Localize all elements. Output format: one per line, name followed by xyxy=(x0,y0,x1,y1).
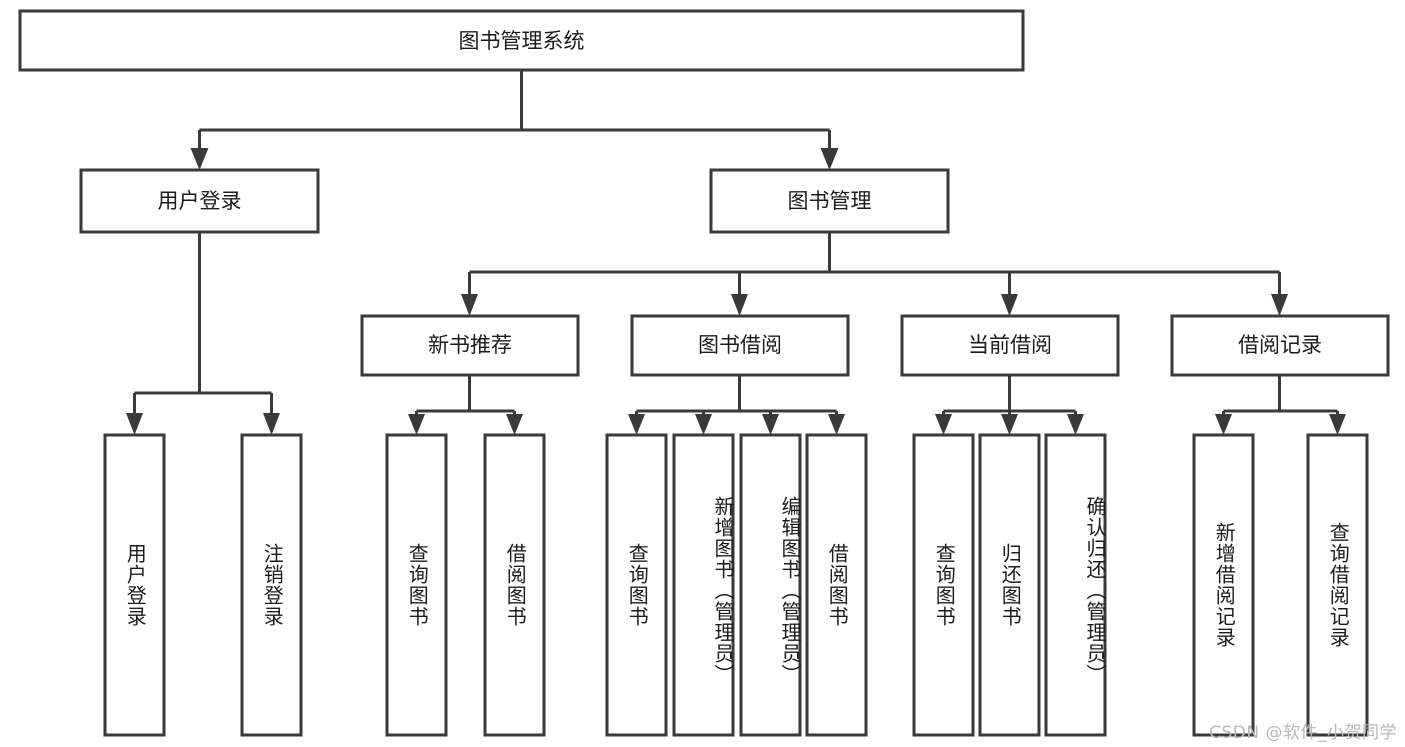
node-borrow-record-label: 借阅记录 xyxy=(1238,333,1322,357)
arrowhead-cb-leaf1 xyxy=(935,414,952,435)
leaf-box-borrow-record-0[interactable] xyxy=(1192,433,1255,737)
node-borrow-record[interactable]: 借阅记录 xyxy=(1170,314,1390,377)
arrowhead-new-book xyxy=(461,294,478,316)
node-current-borrow-box[interactable] xyxy=(900,314,1120,377)
leaf-box-book-borrow-1[interactable] xyxy=(672,433,735,737)
arrowhead-cb-leaf2 xyxy=(1001,414,1018,435)
leaf-box-new-book-1[interactable] xyxy=(483,433,546,737)
leaf-box-user-login-1[interactable] xyxy=(240,433,303,737)
leaf-box-book-borrow-2[interactable] xyxy=(739,433,802,737)
node-book-borrow-label: 图书借阅 xyxy=(698,333,782,357)
node-book-borrow[interactable]: 图书借阅 xyxy=(630,314,850,377)
arrowhead-ul-leaf1 xyxy=(126,413,143,435)
node-book-management[interactable]: 图书管理 xyxy=(709,168,950,234)
arrowhead-bb-leaf4 xyxy=(828,414,845,435)
node-new-book-recommend-label: 新书推荐 xyxy=(428,333,512,357)
arrowhead-book-mgmt xyxy=(820,148,839,170)
node-borrow-record-box[interactable] xyxy=(1170,314,1390,377)
leaf-box-book-borrow-0[interactable] xyxy=(605,433,668,737)
leaf-box-current-borrow-1[interactable] xyxy=(978,433,1041,737)
arrowhead-book-borrow xyxy=(731,294,748,316)
node-user-login-box[interactable] xyxy=(79,168,320,234)
node-user-login[interactable]: 用户登录 xyxy=(79,168,320,234)
arrowhead-user-login xyxy=(190,148,209,170)
arrowhead-cb-leaf3 xyxy=(1067,414,1084,435)
arrowhead-current-borrow xyxy=(1001,294,1018,316)
leaf-box-user-login-0[interactable] xyxy=(103,433,166,737)
arrowhead-bb-leaf1 xyxy=(628,414,645,435)
node-user-login-label: 用户登录 xyxy=(158,189,242,213)
node-book-management-label: 图书管理 xyxy=(788,189,872,213)
node-book-borrow-box[interactable] xyxy=(630,314,850,377)
node-root-box[interactable] xyxy=(18,9,1025,72)
leaf-box-book-borrow-3[interactable] xyxy=(805,433,868,737)
arrowhead-br-leaf2 xyxy=(1329,414,1346,435)
arrowhead-br-leaf1 xyxy=(1215,414,1232,435)
csdn-watermark: CSDN @软件_小贺同学 xyxy=(1209,723,1397,743)
node-book-management-box[interactable] xyxy=(709,168,950,234)
connector-group xyxy=(126,70,1346,435)
arrowhead-borrow-record xyxy=(1271,294,1288,316)
arrowhead-bb-leaf3 xyxy=(762,414,779,435)
arrowhead-bb-leaf2 xyxy=(695,414,712,435)
arrowhead-nb-leaf2 xyxy=(506,414,523,435)
leaf-box-borrow-record-1[interactable] xyxy=(1306,433,1369,737)
node-new-book-recommend[interactable]: 新书推荐 xyxy=(360,314,580,377)
leaf-box-current-borrow-0[interactable] xyxy=(912,433,975,737)
node-new-book-recommend-box[interactable] xyxy=(360,314,580,377)
leaf-box-current-borrow-2[interactable] xyxy=(1044,433,1107,737)
node-current-borrow-label: 当前借阅 xyxy=(968,333,1052,357)
node-root[interactable]: 图书管理系统 xyxy=(18,9,1025,72)
leaf-box-group xyxy=(103,433,1369,737)
node-current-borrow[interactable]: 当前借阅 xyxy=(900,314,1120,377)
arrowhead-ul-leaf2 xyxy=(263,413,280,435)
leaf-box-new-book-0[interactable] xyxy=(385,433,448,737)
arrowhead-nb-leaf1 xyxy=(408,414,425,435)
node-root-label: 图书管理系统 xyxy=(459,29,585,53)
